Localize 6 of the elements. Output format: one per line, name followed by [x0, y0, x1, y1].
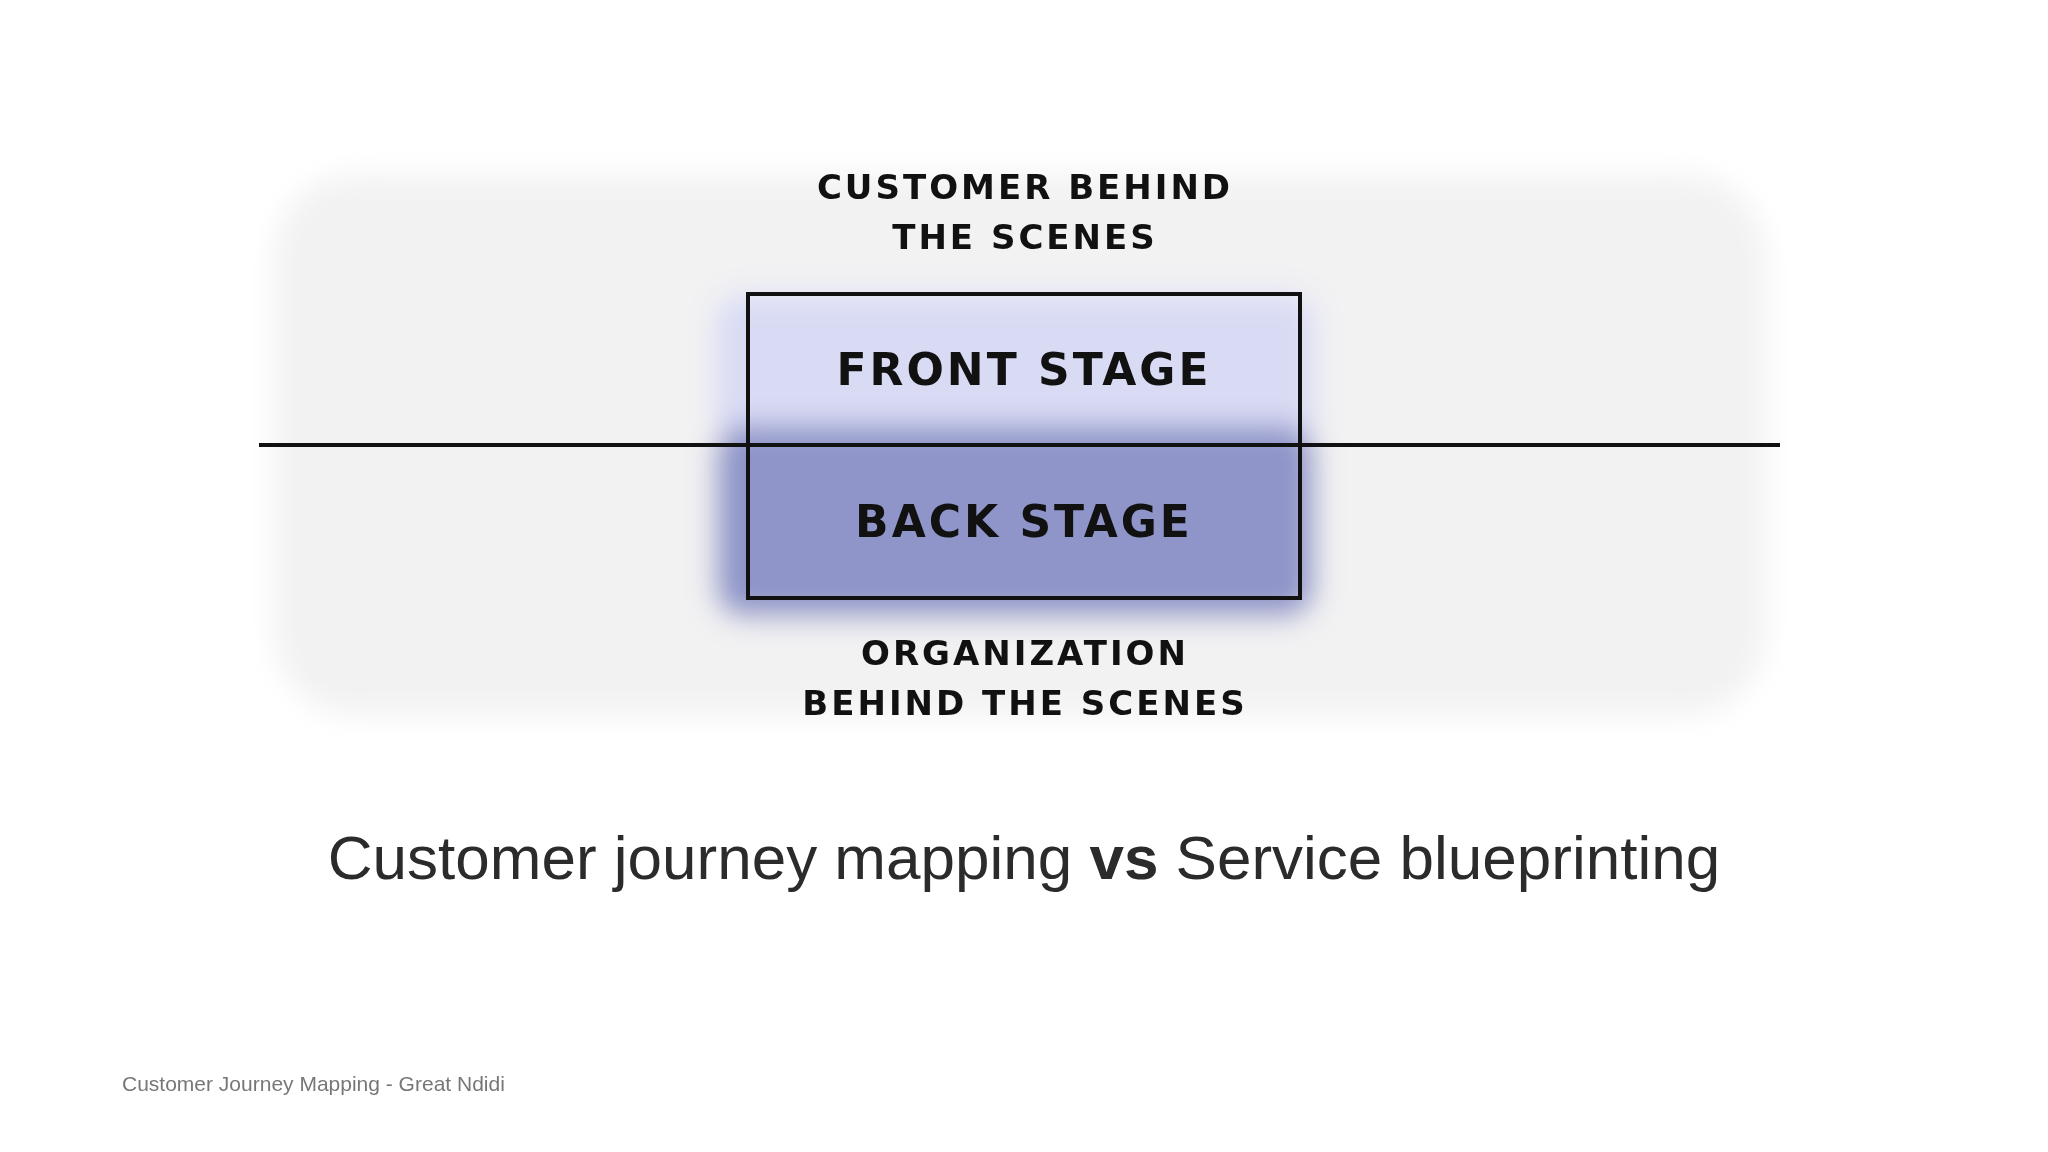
footer-credit: Customer Journey Mapping - Great Ndidi	[122, 1072, 505, 1096]
stage-label: BACK STAGE	[855, 496, 1193, 547]
slide-title: Customer journey mapping vs Service blueprinting	[326, 822, 1722, 893]
annotation-text: ORGANIZATION BEHIND THE SCENES	[801, 632, 1249, 725]
annotation-text: CUSTOMER BEHIND THE SCENES	[815, 166, 1235, 259]
stage-label: FRONT STAGE	[836, 344, 1212, 395]
